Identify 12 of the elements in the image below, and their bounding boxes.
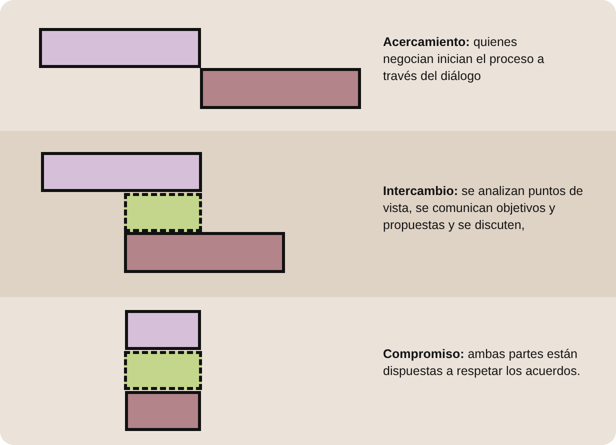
mauve-bar (124, 232, 285, 273)
stage-description: Compromiso: ambas partes están dispuestas a respetar los acuerdos. (383, 346, 582, 380)
stage-description: Acercamiento: quienes negocian inician el proceso a través del diálogo (383, 34, 546, 85)
lilac-bar (39, 28, 201, 68)
dashed-bar (124, 193, 202, 232)
dashed-bar (124, 351, 202, 390)
lilac-bar (125, 310, 201, 350)
stage-description: Intercambio: se analizan puntos de vista, se comunican objetivos y propuestas y se discuten, (383, 183, 584, 234)
mauve-bar (200, 68, 361, 109)
mauve-bar (125, 391, 201, 431)
stage-band (0, 131, 616, 297)
lilac-bar (41, 152, 202, 192)
